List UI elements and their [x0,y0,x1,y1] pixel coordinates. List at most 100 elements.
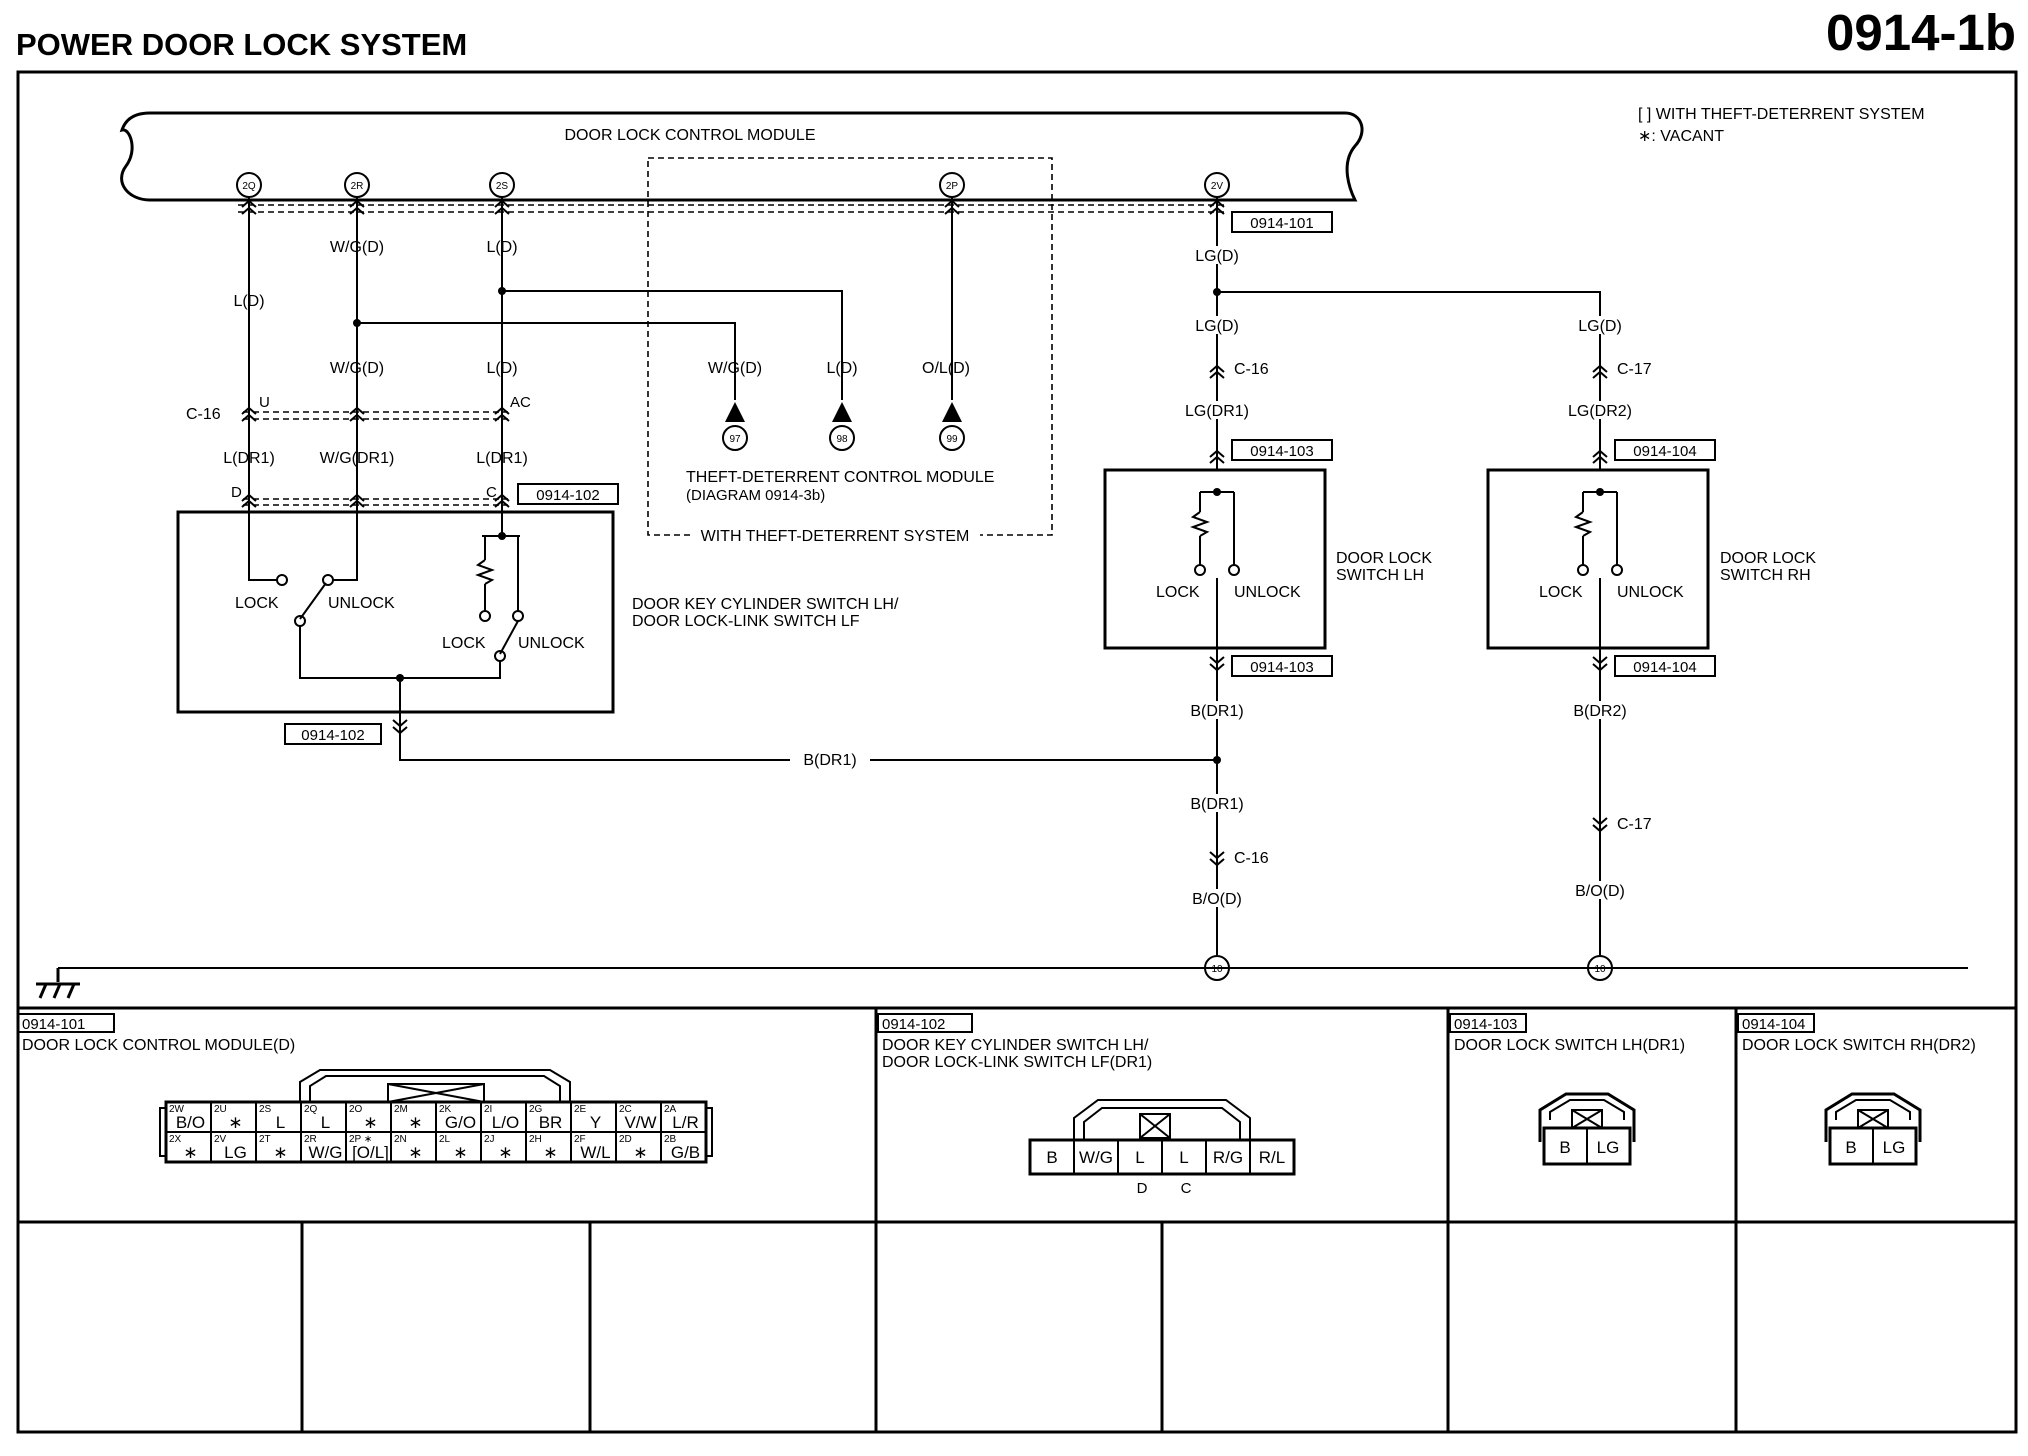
key-cyl-label-2: DOOR LOCK-LINK SWITCH LF [632,613,860,630]
ref-box-0914-103-bot [1231,655,1333,677]
terminal-2p: 2P [946,181,959,192]
legend-theft: [ ] WITH THEFT-DETERRENT SYSTEM [1638,106,1925,123]
pin-wire-color: ∗ [543,1143,557,1162]
svg-text:0914-102: 0914-102 [301,727,364,744]
pin-id: 2V [214,1134,227,1145]
pin-id: 2B [664,1134,677,1145]
pin-id: 2M [394,1104,408,1115]
theft-box-label: WITH THEFT-DETERRENT SYSTEM [701,528,970,545]
pin-id: 2G [529,1104,543,1115]
svg-text:UNLOCK: UNLOCK [1234,584,1301,601]
pin-id: 2T [259,1134,271,1145]
svg-text:LOCK: LOCK [235,595,279,612]
pin-d: D [231,484,242,501]
svg-text:0914-101: 0914-101 [22,1016,85,1033]
svg-text:LOCK: LOCK [1156,584,1200,601]
svg-text:0914-104: 0914-104 [1633,443,1696,460]
pin-id: 2O [349,1104,363,1115]
pin-id: 2D [619,1134,632,1145]
theft-system-box [647,157,1053,536]
pin-id: 2K [439,1104,452,1115]
wire-2r-b-label: W/G(D) [330,360,384,377]
wire-wgdr1: W/G(DR1) [320,450,395,467]
c17-label-bottom: C-17 [1617,816,1652,833]
panel-0914-101: 0914-101 DOOR LOCK CONTROL MODULE(D) 2WB… [17,1013,713,1164]
page-title: POWER DOOR LOCK SYSTEM [16,27,467,62]
svg-text:0914-104: 0914-104 [1633,659,1696,676]
pin-wire-color: ∗ [363,1113,377,1132]
svg-text:B: B [1559,1138,1570,1157]
pin-id: 2L [439,1134,451,1145]
outer-frame [16,70,2018,1434]
ref-box-0914-102 [517,483,619,505]
ref-box-0914-101 [1231,211,1333,233]
svg-text:0914-103: 0914-103 [1454,1016,1517,1033]
svg-text:DOOR LOCK-LINK SWITCH LF(DR1): DOOR LOCK-LINK SWITCH LF(DR1) [882,1054,1152,1071]
svg-text:0914-102: 0914-102 [882,1016,945,1033]
pin-wire-color: [O/L] [352,1143,389,1162]
panel-0914-102: 0914-102 DOOR KEY CYLINDER SWITCH LH/ DO… [877,1013,1296,1197]
pin-wire-color: ∗ [408,1113,422,1132]
theft-wire-1-label: W/G(D) [708,360,762,377]
pin-wire-color: R/G [1213,1148,1243,1167]
svg-text:DOOR KEY CYLINDER SWITCH LH/: DOOR KEY CYLINDER SWITCH LH/ [882,1037,1149,1054]
pin-wire-color: L/O [492,1113,519,1132]
diagram-number: 0914-1b [1826,4,2016,61]
legend-vacant: ∗: VACANT [1638,128,1724,145]
chassis-ground-icon [36,968,80,999]
pin-wire-color: L [1179,1148,1188,1167]
pin-id: 2Q [304,1104,318,1115]
wire-bod-lh: B/O(D) [1192,891,1242,908]
pin-id: 2F [574,1134,586,1145]
svg-text:98: 98 [836,434,848,445]
pin-wire-color: ∗ [498,1143,512,1162]
theft-pins: 97 98 99 [722,402,965,451]
pin-wire-color: L [1135,1148,1144,1167]
pin-id: 2H [529,1134,542,1145]
pin-wire-color: ∗ [408,1143,422,1162]
c16-label-bottom: C-16 [1234,850,1269,867]
theft-diagram-ref: (DIAGRAM 0914-3b) [686,487,825,504]
svg-text:97: 97 [729,434,741,445]
ref-box-0914-103-top [1231,439,1333,461]
ref-box-0914-104-bot [1614,655,1716,677]
svg-text:LOCK: LOCK [442,635,486,652]
pin-id: 2W [169,1104,185,1115]
svg-text:LG: LG [1883,1138,1906,1157]
pin-id: 2R [304,1134,317,1145]
lh-switch-label-1: DOOR LOCK [1336,550,1432,567]
theft-wire-2-label: L(D) [826,360,857,377]
svg-text:0914-103: 0914-103 [1250,659,1313,676]
pin-ac: AC [510,394,531,411]
pin-wire-color: W/G [1079,1148,1113,1167]
wire-bdr1-lower: B(DR1) [1190,796,1243,813]
svg-text:0914-101: 0914-101 [1250,215,1313,232]
pin-wire-color: ∗ [633,1143,647,1162]
svg-text:D: D [1137,1180,1148,1197]
wire-ldr1-mid: L(DR1) [476,450,528,467]
wire-ldr1-left: L(DR1) [223,450,275,467]
ref-box-0914-102-b [284,723,382,745]
pin-wire-color: B/O [176,1113,205,1132]
wire-lgd-lh: LG(D) [1195,318,1239,335]
pin-wire-color: L [276,1113,285,1132]
ground-point-lh: 10 [1211,964,1223,975]
wire-2s-label: L(D) [486,239,517,256]
pin-wire-color: B [1046,1148,1057,1167]
ref-box-0914-104-top [1614,439,1716,461]
svg-text:DOOR LOCK CONTROL MODULE(D): DOOR LOCK CONTROL MODULE(D) [22,1037,295,1054]
pin-wire-color: V/W [624,1113,656,1132]
svg-text:UNLOCK: UNLOCK [1617,584,1684,601]
pin-id: 2N [394,1134,407,1145]
pin-u: U [259,394,270,411]
rh-switch-label-2: SWITCH RH [1720,567,1811,584]
svg-text:B: B [1845,1138,1856,1157]
pin-wire-color: ∗ [183,1143,197,1162]
svg-text:DOOR LOCK SWITCH LH(DR1): DOOR LOCK SWITCH LH(DR1) [1454,1037,1685,1054]
pin-c: C [486,484,497,501]
c17-label-rh: C-17 [1617,361,1652,378]
theft-module-label: THEFT-DETERRENT CONTROL MODULE [686,469,994,486]
pin-id: 2A [664,1104,677,1115]
pin-wire-color: ∗ [453,1143,467,1162]
